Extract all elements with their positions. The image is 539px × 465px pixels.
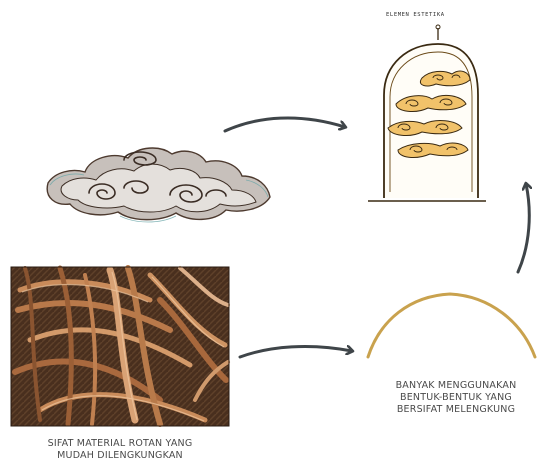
rattan-caption: SIFAT MATERIAL ROTAN YANG MUDAH DILENGKU… [0,438,240,462]
curve-caption-line-1: BANYAK MENGGUNAKAN [372,380,539,392]
rattan-caption-line-1: SIFAT MATERIAL ROTAN YANG [0,438,240,450]
rattan-caption-line-2: MUDAH DILENGKUNGKAN [0,450,240,462]
arrow-cloud-to-sketch [225,118,345,131]
mega-mendung-cloud-illustration [47,148,270,222]
rattan-material-photo [11,267,229,426]
curved-form-arc [368,294,535,357]
arrow-rattan-to-curve [240,346,352,357]
arrow-curve-to-sketch [518,184,529,272]
curve-caption-line-3: BERSIFAT MELENGKUNG [372,404,539,416]
aesthetic-element-sketch [368,25,486,201]
curve-caption-line-2: BENTUK-BENTUK YANG [372,392,539,404]
sketch-title-label: ELEMEN ESTETIKA [386,12,445,18]
curve-caption: BANYAK MENGGUNAKAN BENTUK-BENTUK YANG BE… [372,380,539,416]
